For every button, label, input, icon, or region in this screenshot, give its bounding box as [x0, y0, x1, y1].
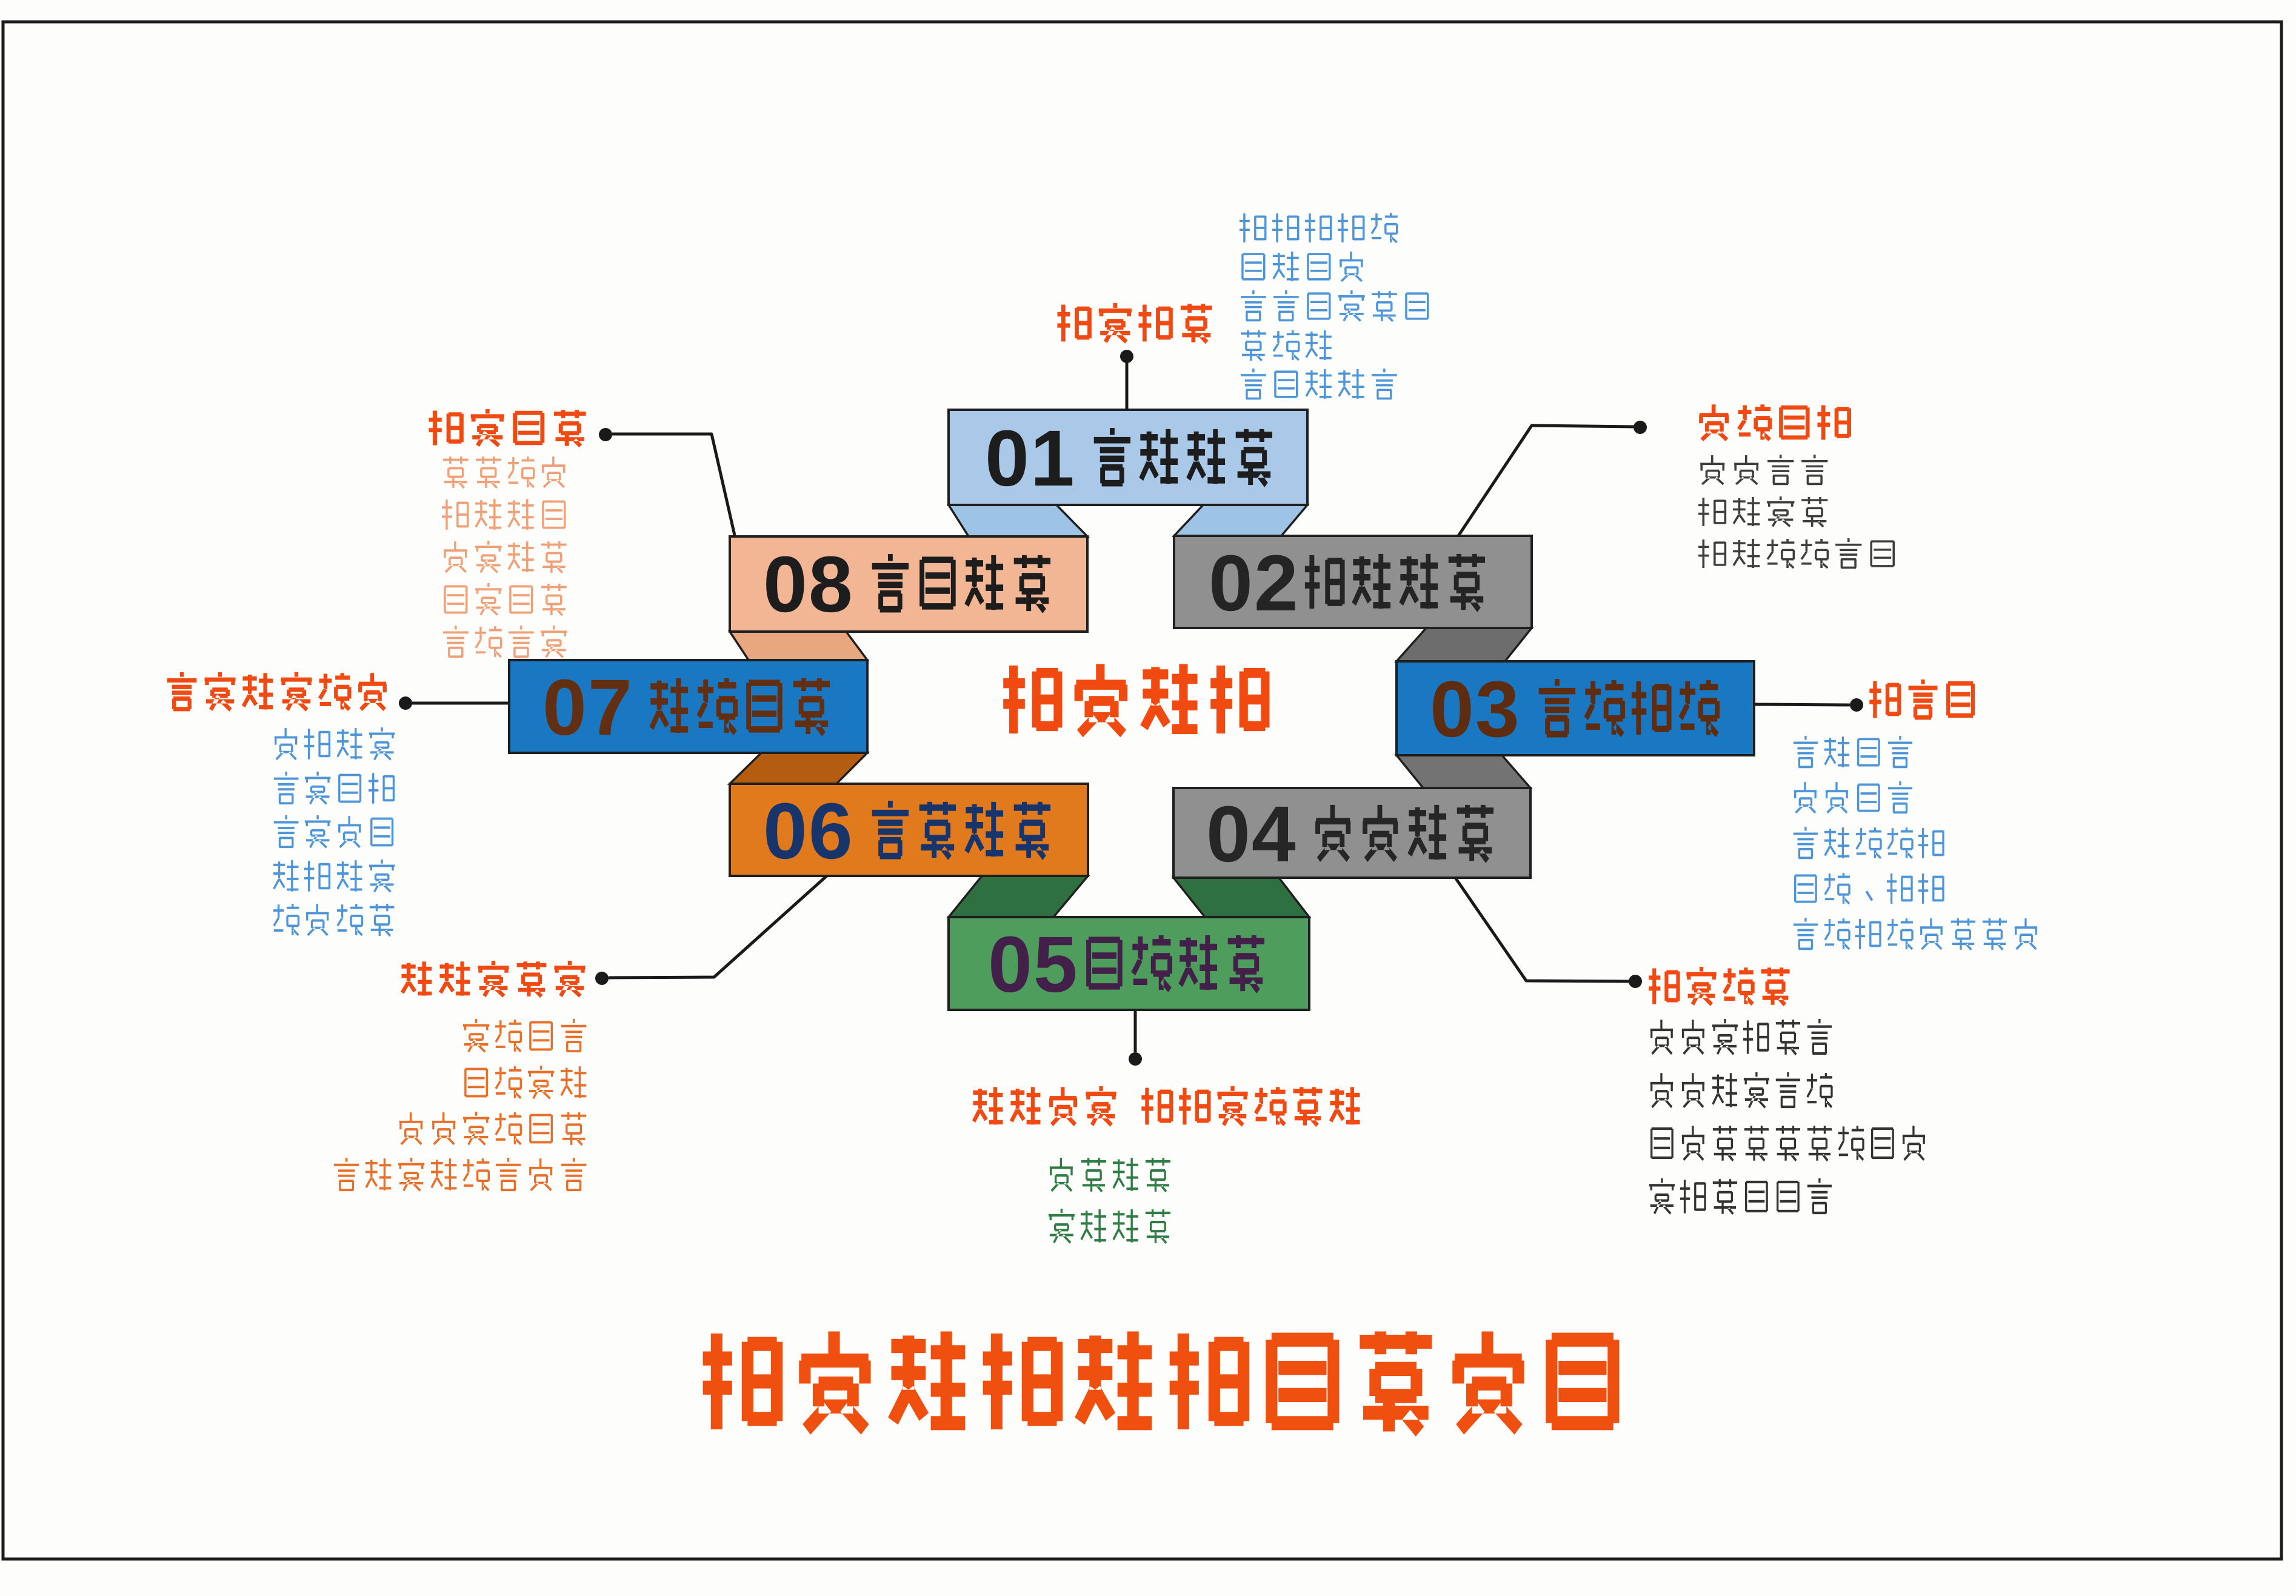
- svg-text:06: 06: [763, 786, 854, 875]
- svg-text:04: 04: [1206, 789, 1297, 878]
- svg-text:03: 03: [1430, 664, 1521, 753]
- svg-text:02: 02: [1209, 538, 1300, 627]
- svg-text:08: 08: [763, 539, 854, 629]
- svg-text:07: 07: [542, 663, 633, 752]
- svg-text:01: 01: [985, 413, 1076, 503]
- svg-text:05: 05: [988, 920, 1079, 1009]
